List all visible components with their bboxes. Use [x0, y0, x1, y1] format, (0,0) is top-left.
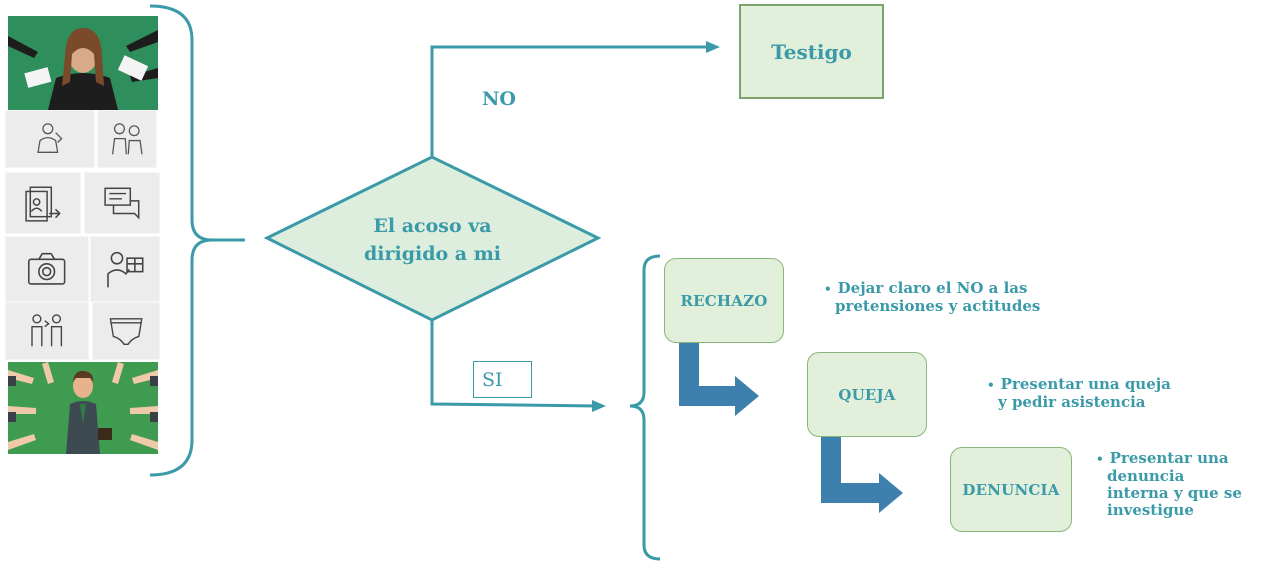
si-label-box: SI [473, 361, 532, 398]
denuncia-description: •Presentar una denuncia interna y que se… [1096, 449, 1242, 519]
unwanted-approach-icon [5, 302, 89, 360]
gift-icon [90, 236, 160, 302]
underwear-icon [92, 302, 160, 360]
testigo-box: Testigo [739, 4, 884, 99]
queja-desc-line-1: Presentar una queja [1000, 375, 1171, 393]
decision-line-2: dirigido a mi [363, 243, 502, 265]
queja-desc-line-2: y pedir asistencia [998, 393, 1146, 411]
testigo-label: Testigo [771, 39, 852, 64]
message-icon [84, 172, 160, 234]
si-branch-arrowhead [592, 400, 606, 412]
decision-line-1: El acoso va [373, 215, 492, 237]
queja-to-denuncia-arrow [821, 437, 903, 513]
document-icon [5, 172, 81, 234]
decision-diamond [263, 155, 602, 322]
whisper-icon [97, 110, 157, 168]
rechazo-box: RECHAZO [664, 258, 784, 343]
rechazo-desc-line-1: Dejar claro el NO a las [837, 279, 1028, 297]
rechazo-label: RECHAZO [680, 291, 768, 310]
denuncia-desc-line-1: Presentar una [1109, 449, 1229, 467]
left-brace [149, 4, 245, 477]
rechazo-desc-line-2: pretensiones y actitudes [835, 297, 1041, 315]
groping-icon [5, 110, 95, 168]
no-branch-arrowhead [706, 41, 720, 53]
no-label: NO [482, 88, 516, 110]
denuncia-desc-line-3: interna y que se [1107, 484, 1242, 502]
si-branch-line [430, 320, 599, 408]
queja-label: QUEJA [838, 385, 896, 404]
queja-description: •Presentar una queja y pedir asistencia [987, 375, 1171, 411]
denuncia-desc-line-4: investigue [1107, 501, 1194, 519]
si-label: SI [482, 368, 503, 391]
rechazo-description: •Dejar claro el NO a las pretensiones y … [824, 279, 1041, 315]
denuncia-desc-line-2: denuncia [1107, 467, 1185, 485]
no-branch-line [430, 45, 712, 157]
denuncia-label: DENUNCIA [962, 480, 1060, 499]
camera-icon [5, 236, 89, 302]
blaming-photo [8, 362, 158, 454]
right-brace [629, 254, 661, 561]
denuncia-box: DENUNCIA [950, 447, 1072, 532]
queja-box: QUEJA [807, 352, 927, 437]
rechazo-to-queja-arrow [679, 343, 759, 416]
decision-text: El acoso va dirigido a mi [330, 212, 535, 268]
harassment-photo [8, 16, 158, 110]
